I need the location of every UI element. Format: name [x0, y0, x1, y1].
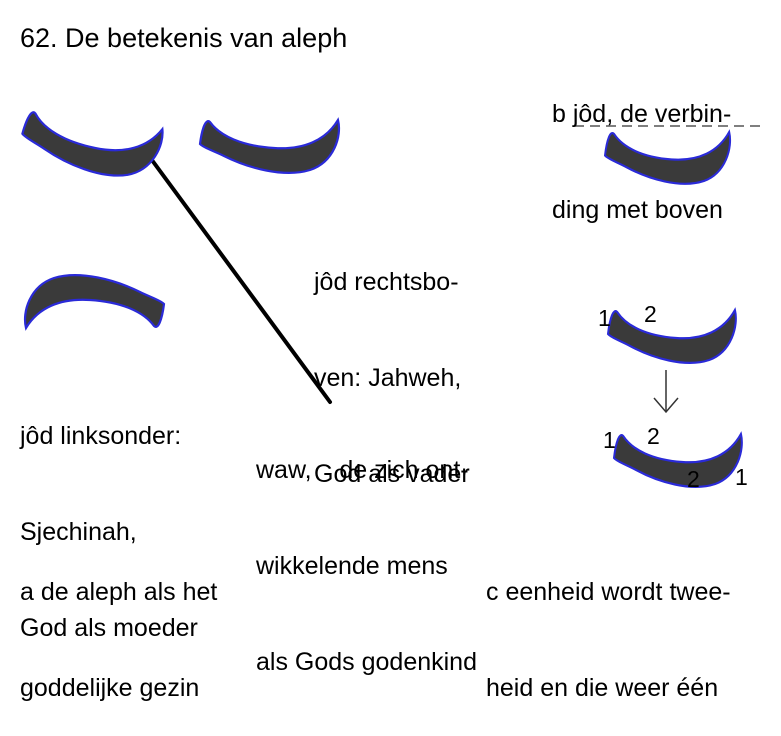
marker-1-top-second: 1 [603, 427, 616, 453]
waw-stroke [144, 150, 332, 404]
aleph-diagram [17, 108, 762, 488]
waw-label: waw, de zich ont- wikkelende mens als Go… [256, 456, 477, 676]
yod-duality-shape [612, 432, 743, 488]
marker-1-bottom-second: 1 [735, 464, 748, 490]
yod-lower-left-shape [23, 274, 166, 330]
marker-1-top-first: 1 [598, 305, 611, 331]
yod-upper-left-shape [17, 108, 165, 183]
panel-c-caption: c eenheid wordt twee- heid en die weer é… [486, 578, 731, 702]
marker-2-top-second: 2 [647, 423, 660, 449]
panel-b-caption: b jôd, de verbin- ding met boven [552, 100, 732, 224]
yod-upper-right-shape [198, 118, 341, 174]
marker-2-top-first: 2 [644, 301, 657, 327]
yod-upper-right-label: jôd rechtsbo- ven: Jahweh, God als vader [314, 268, 470, 488]
marker-2-bottom-second: 2 [687, 466, 700, 492]
yod-unity-shape [606, 308, 737, 364]
down-arrow-head [653, 397, 679, 414]
panel-a-caption: a de aleph als het goddelijke gezin [20, 578, 218, 702]
page-title: 62. De betekenis van aleph [20, 23, 348, 53]
